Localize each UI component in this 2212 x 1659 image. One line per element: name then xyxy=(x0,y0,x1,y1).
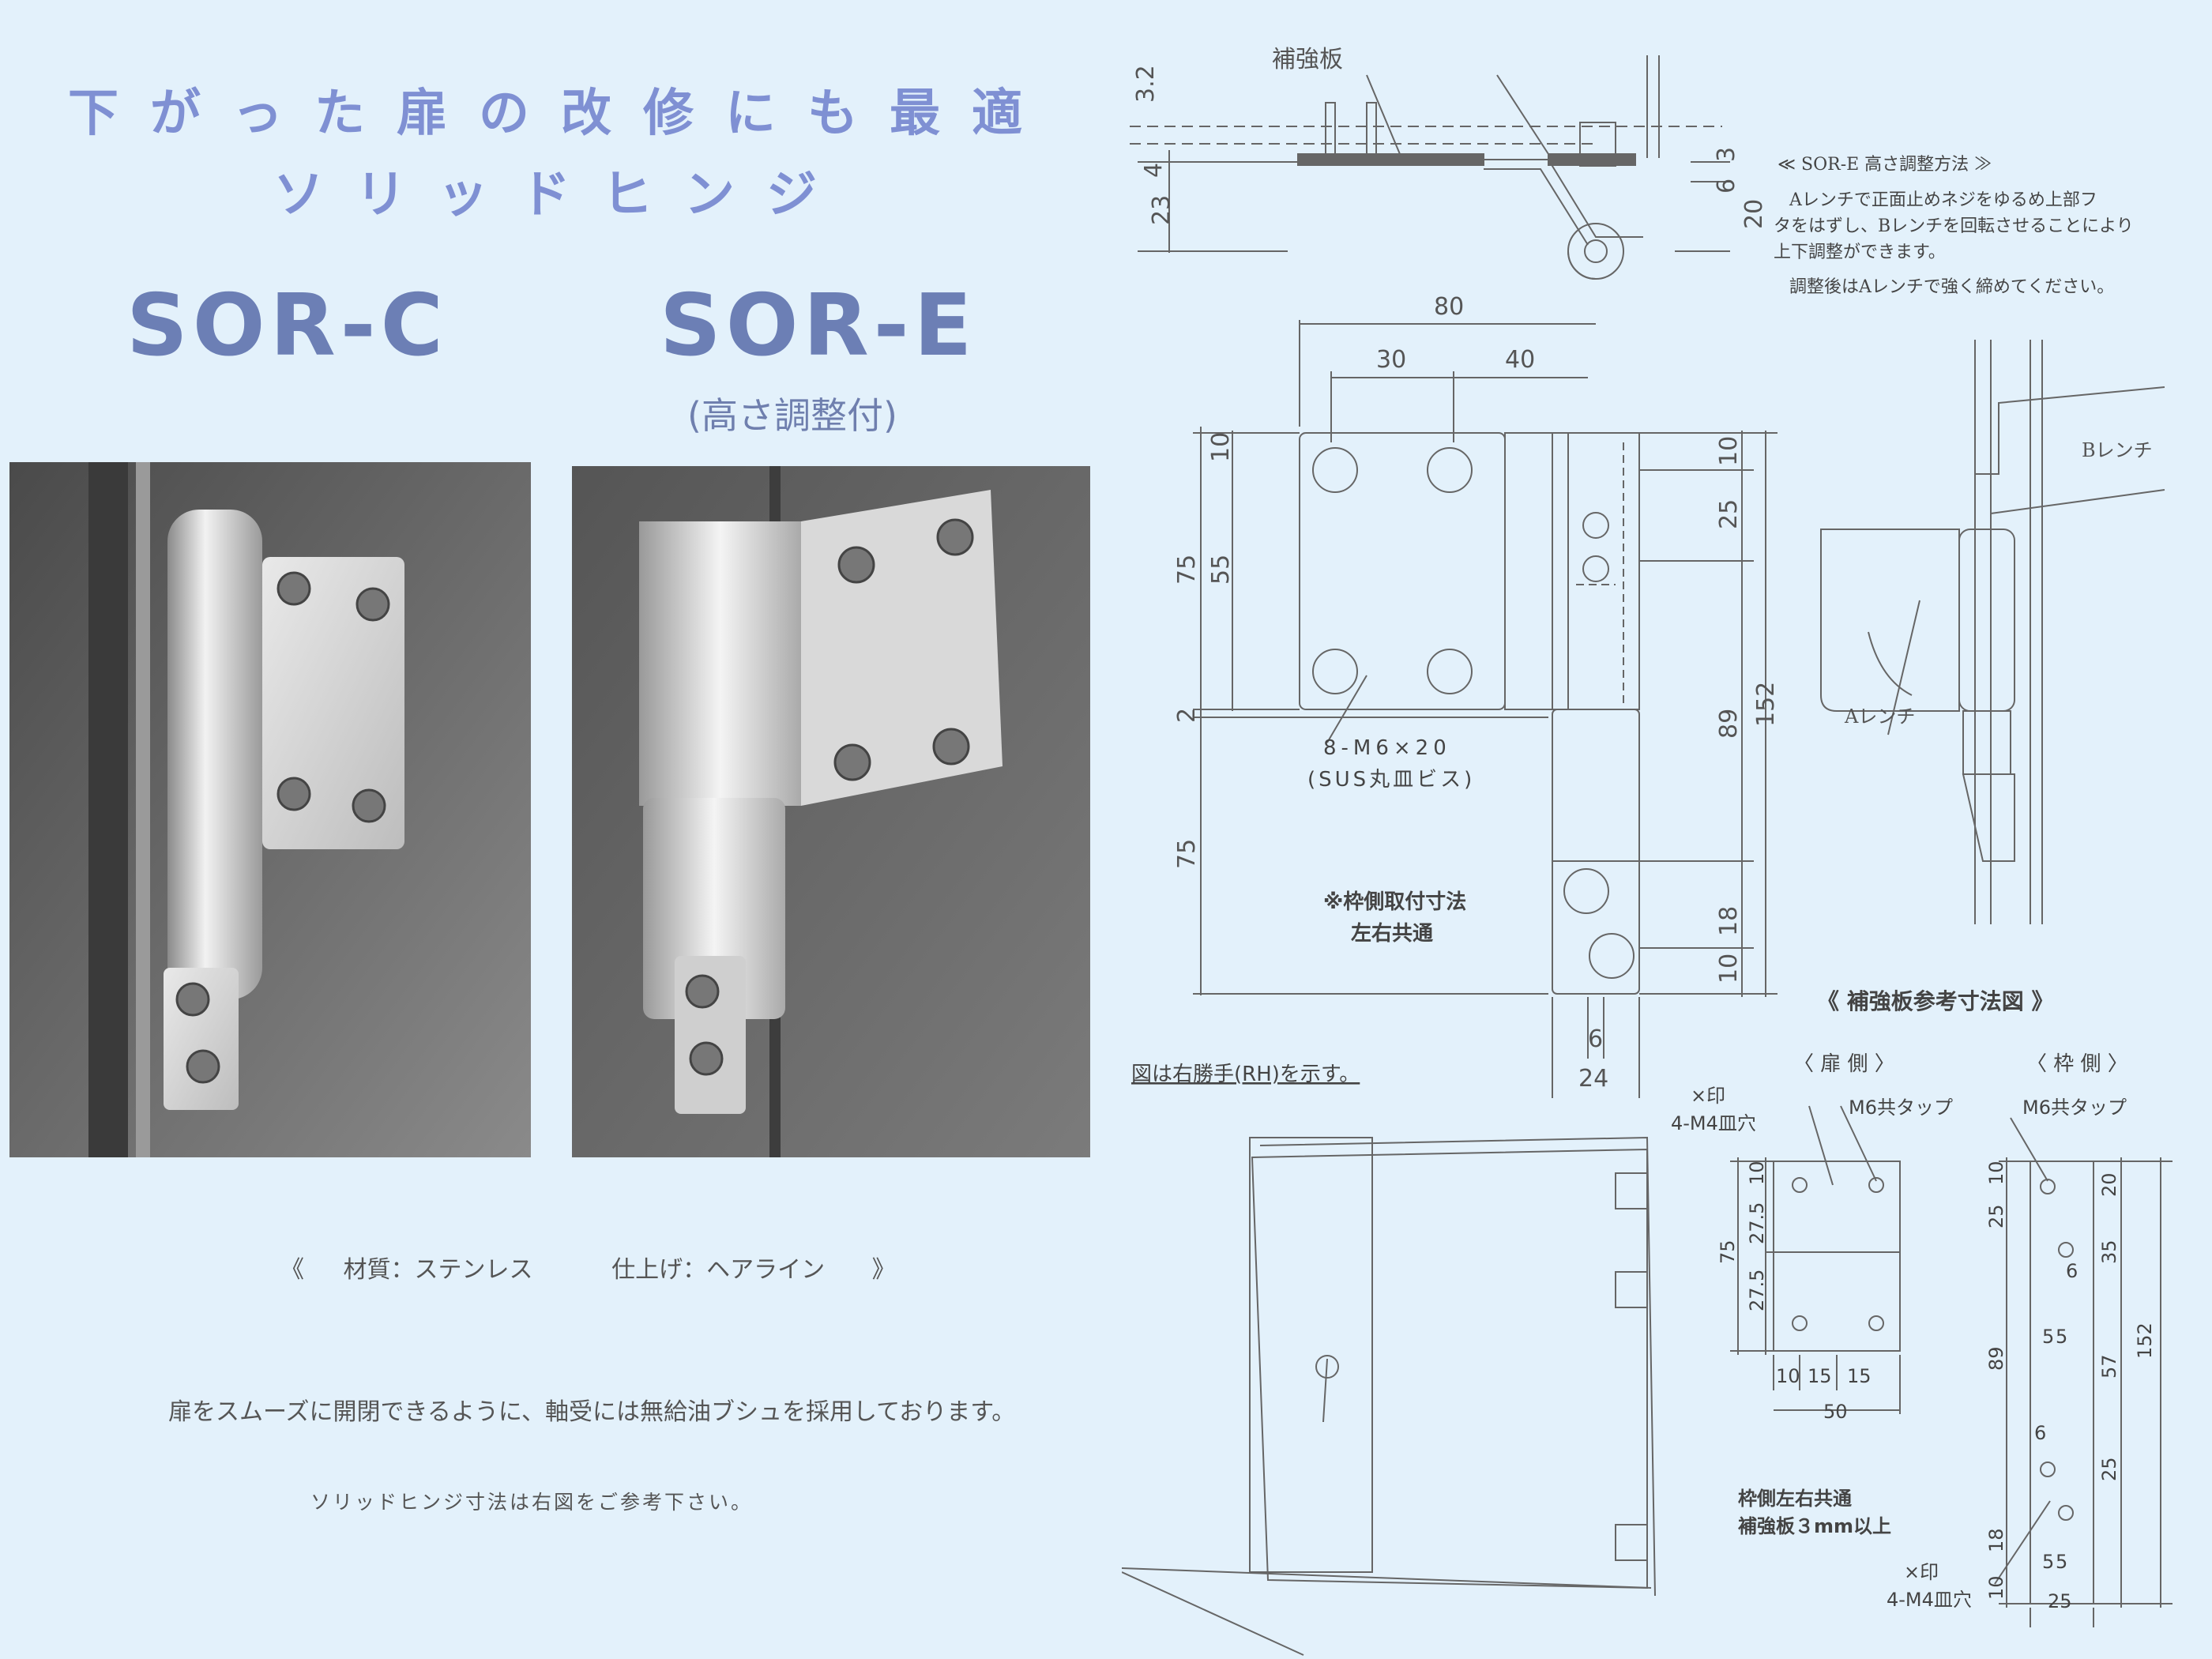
frame-dim-9: 152 xyxy=(2134,1322,2156,1359)
adjust-line-3: 上下調整ができます。 xyxy=(1774,243,1946,262)
door-tap-label: M6共タップ xyxy=(1849,1097,1953,1119)
frame-dim-4: 10 xyxy=(1985,1575,2007,1600)
door-dim-3: 75 xyxy=(1717,1240,1739,1264)
frame-dim-0: 10 xyxy=(1985,1161,2007,1185)
adjust-line-4: 調整後はAレンチで強く締めてください。 xyxy=(1789,277,2114,297)
reinforce-title: 《 補強板参考寸法図 》 xyxy=(1817,988,2054,1014)
screw-spec: 8-M6×20 xyxy=(1323,736,1451,760)
model-sor-e-subtitle: (高さ調整付) xyxy=(687,394,897,437)
dim-right-10b: 10 xyxy=(1715,954,1743,984)
door-dim-7: 50 xyxy=(1823,1401,1848,1423)
frame-dim-14: 5 xyxy=(2042,1551,2054,1573)
frame-dim-10: 6 xyxy=(2066,1260,2078,1282)
spec-material: 材質：ステンレス xyxy=(343,1256,533,1284)
spec-line: 《 材質：ステンレス 仕上げ：ヘアライン 》 xyxy=(280,1250,896,1285)
door-dim-1: 27.5 xyxy=(1746,1202,1768,1244)
frame-dim-13: 6 xyxy=(2034,1422,2046,1444)
bottom-hole-label: 4-M4皿穴 xyxy=(1887,1589,1972,1611)
b-wrench-label: Bレンチ xyxy=(2082,439,2153,461)
dim-30: 30 xyxy=(1376,346,1406,374)
top-dim-0: 3.2 xyxy=(1132,65,1160,103)
frame-note-1: ※枠側取付寸法 xyxy=(1323,890,1466,914)
frame-dim-8: 25 xyxy=(2098,1457,2120,1481)
frame-tap-label: M6共タップ xyxy=(2022,1097,2127,1119)
frame-dim-2: 89 xyxy=(1985,1346,2007,1371)
dim-left-75b: 75 xyxy=(1173,839,1201,869)
description-bushing: 扉をスムーズに開閉できるように、軸受には無給油ブシュを採用しております。 xyxy=(168,1398,1016,1426)
dim-right-18: 18 xyxy=(1715,906,1743,936)
door-dim-5: 15 xyxy=(1808,1365,1832,1387)
top-label-reinforcement: 補強板 xyxy=(1272,46,1343,73)
dim-40: 40 xyxy=(1505,346,1535,374)
frame-dim-3: 18 xyxy=(1985,1528,2007,1552)
adjust-title: ≪ SOR-E 高さ調整方法 ≫ xyxy=(1778,155,1992,175)
door-mark-label: ×印 xyxy=(1691,1085,1725,1107)
door-dim-0: 10 xyxy=(1746,1161,1768,1185)
adjust-line-1: Aレンチで正面止めネジをゆるめ上部フ xyxy=(1789,190,2097,210)
dim-left-55: 55 xyxy=(1207,555,1235,585)
frame-dim-5: 20 xyxy=(2098,1172,2120,1197)
top-dim-3: 3 xyxy=(1713,147,1740,162)
top-dim-2: 23 xyxy=(1148,195,1176,225)
rh-note: 図は右勝手(RH)を示す。 xyxy=(1131,1063,1360,1086)
frame-dim-6: 35 xyxy=(2098,1240,2120,1264)
door-dim-2: 27.5 xyxy=(1746,1270,1768,1311)
bottom-mark-label: ×印 xyxy=(1904,1561,1939,1583)
model-sor-c: SOR-C xyxy=(126,276,448,375)
frame-dim-15: 5 xyxy=(2056,1551,2067,1573)
frame-dim-7: 57 xyxy=(2098,1354,2120,1379)
top-dim-1: 4 xyxy=(1140,163,1168,178)
dim-bottom-6: 6 xyxy=(1588,1025,1603,1053)
photo-sor-e xyxy=(572,466,1090,1157)
dim-left-75a: 75 xyxy=(1173,555,1201,585)
dim-right-89: 89 xyxy=(1715,709,1743,739)
adjust-line-2: タをはずし、Bレンチを回転させることにより xyxy=(1774,216,2134,236)
model-sor-e: SOR-E xyxy=(660,276,977,375)
frame-dim-16: 25 xyxy=(2048,1590,2072,1612)
reinforce-frame-note-1: 枠側左右共通 xyxy=(1738,1488,1852,1510)
frame-dim-12: 5 xyxy=(2056,1326,2067,1348)
dim-left-2: 2 xyxy=(1173,708,1201,723)
headline-line-1: 下がった扉の改修にも最適 xyxy=(68,85,1054,143)
spec-open: 《 xyxy=(280,1256,304,1284)
frame-note-2: 左右共通 xyxy=(1351,922,1433,946)
frame-side-label: 〈 枠 側 〉 xyxy=(2026,1052,2128,1076)
dim-left-10: 10 xyxy=(1207,432,1235,462)
screw-material: (SUS丸皿ビス) xyxy=(1307,768,1475,792)
description-reference: ソリッドヒンジ寸法は右図をご参考下さい。 xyxy=(310,1491,754,1514)
spec-close: 》 xyxy=(871,1256,896,1284)
door-dim-4: 10 xyxy=(1776,1365,1800,1387)
frame-dim-11: 5 xyxy=(2042,1326,2054,1348)
door-dim-6: 15 xyxy=(1847,1365,1872,1387)
headline-line-2: ソリッドヒンジ xyxy=(273,166,848,224)
spec-finish: 仕上げ：ヘアライン xyxy=(611,1256,826,1284)
dim-right-152: 152 xyxy=(1752,682,1780,727)
reinforce-frame-note-2: 補強板３mm以上 xyxy=(1737,1515,1891,1537)
dim-right-10a: 10 xyxy=(1715,436,1743,466)
top-dim-5: 20 xyxy=(1740,199,1768,229)
top-dim-4: 6 xyxy=(1713,179,1740,194)
door-side-label: 〈 扉 側 〉 xyxy=(1793,1052,1895,1076)
door-hole-label: 4-M4皿穴 xyxy=(1671,1112,1756,1134)
dim-80: 80 xyxy=(1434,293,1464,321)
dim-right-25: 25 xyxy=(1715,499,1743,529)
photo-sor-c xyxy=(9,462,531,1157)
technical-drawings: 補強板 3.2 4 23 3 6 20 ≪ SOR-E 高さ調整方法 ≫ Aレン… xyxy=(1122,46,2172,1656)
dim-bottom-24: 24 xyxy=(1578,1065,1608,1093)
frame-dim-1: 25 xyxy=(1985,1204,2007,1228)
a-wrench-label: Aレンチ xyxy=(1844,705,1915,728)
